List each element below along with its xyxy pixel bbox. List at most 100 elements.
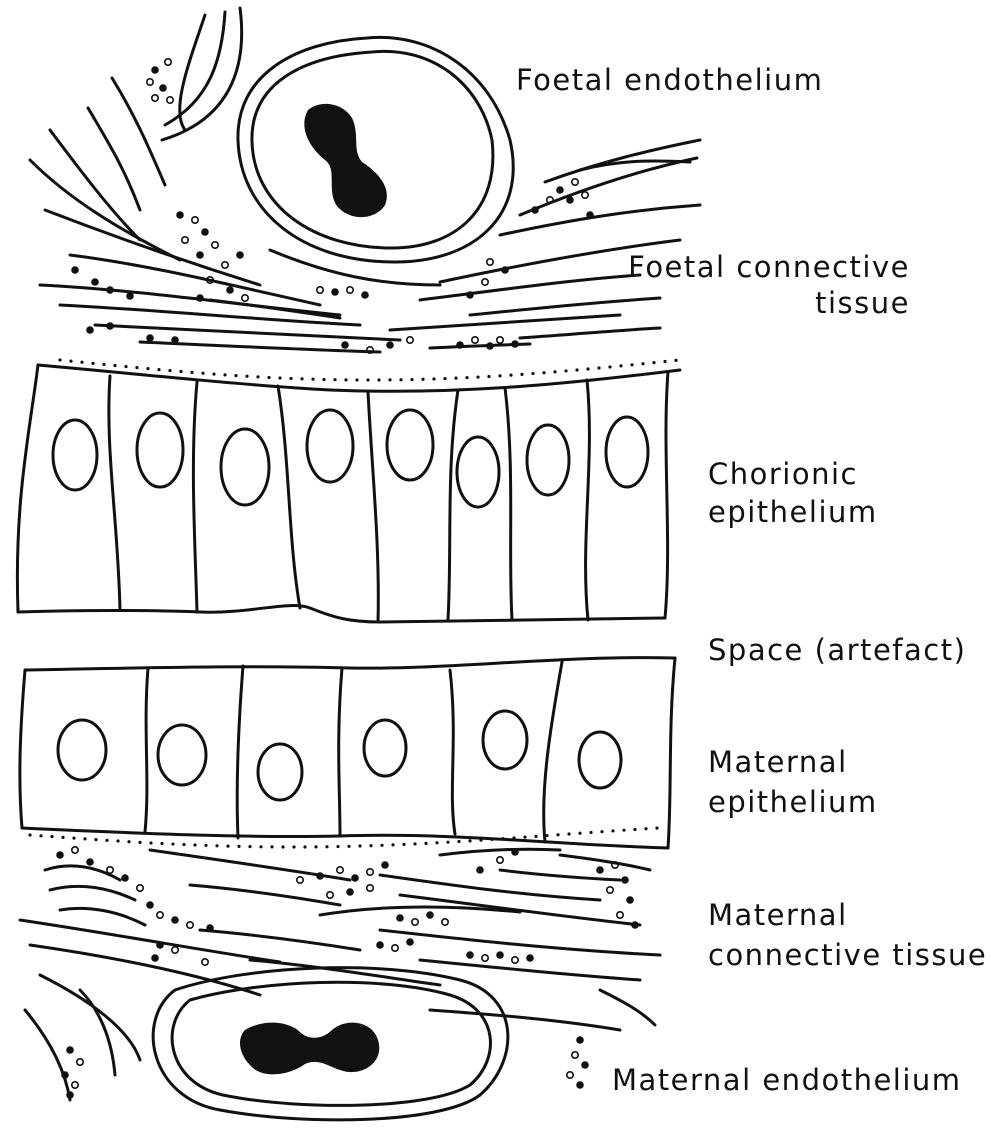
- granule-dot: [576, 1036, 584, 1044]
- granule-dot: [151, 954, 159, 962]
- granule-dot: [149, 841, 152, 844]
- granule-dot: [421, 378, 424, 381]
- chorionic-epithelium: [17, 365, 680, 622]
- granule-dot: [655, 827, 658, 830]
- granule-dot: [454, 377, 457, 380]
- granule-dot: [344, 378, 347, 381]
- granule-dot: [193, 843, 196, 846]
- granule-dot: [630, 363, 633, 366]
- granule-dot: [443, 377, 446, 380]
- granule-dot: [457, 840, 460, 843]
- granule-dot: [116, 839, 119, 842]
- granule-dot: [392, 945, 398, 951]
- granule-dot: [424, 842, 427, 845]
- granule-dot: [622, 829, 625, 832]
- granule-dot: [586, 211, 594, 219]
- granule-dot: [542, 371, 545, 374]
- granule-dot: [435, 841, 438, 844]
- granule-dot: [303, 845, 306, 848]
- granule-dot: [479, 839, 482, 842]
- granule-dot: [531, 372, 534, 375]
- granule-dot: [215, 844, 218, 847]
- granule-dot: [413, 842, 416, 845]
- granule-dot: [201, 228, 209, 236]
- granule-dot: [94, 838, 97, 841]
- granule-dot: [498, 374, 501, 377]
- label-space-artefact: Space (artefact): [708, 633, 966, 667]
- granule-dot: [91, 278, 99, 286]
- granule-dot: [626, 896, 634, 904]
- granule-dot: [146, 334, 154, 342]
- label-maternal-epithelium-line2: epithelium: [708, 785, 878, 819]
- granule-dot: [102, 363, 105, 366]
- granule-dot: [386, 341, 394, 349]
- granule-dot: [581, 1061, 589, 1069]
- granule-dot: [490, 838, 493, 841]
- granule-dot: [597, 366, 600, 369]
- granule-dot: [138, 841, 141, 844]
- granule-dot: [292, 845, 295, 848]
- granule-dot: [270, 845, 273, 848]
- granule-dot: [72, 1082, 78, 1088]
- granule-dot: [201, 372, 204, 375]
- granule-dot: [644, 827, 647, 830]
- granule-dot: [608, 365, 611, 368]
- granule-dot: [212, 372, 215, 375]
- granule-dot: [410, 378, 413, 381]
- granule-dot: [617, 912, 623, 918]
- granule-dot: [336, 845, 339, 848]
- granule-dot: [358, 844, 361, 847]
- granule-dot: [316, 872, 324, 880]
- granule-dot: [331, 288, 339, 296]
- granule-dot: [80, 361, 83, 364]
- label-chorionic-line1: Chorionic: [708, 457, 858, 491]
- granule-dot: [72, 837, 75, 840]
- foetal-capillary-outer-wall: [238, 37, 513, 262]
- granule-dot: [472, 337, 478, 343]
- granule-dot: [482, 955, 488, 961]
- maternal-endothelial-nucleus: [240, 1023, 379, 1075]
- granule-dot: [578, 832, 581, 835]
- granule-dot: [407, 337, 413, 343]
- granule-dot: [381, 861, 389, 869]
- granule-dot: [446, 841, 449, 844]
- granule-dot: [176, 211, 184, 219]
- granule-dot: [222, 262, 228, 268]
- granule-dot: [456, 341, 464, 349]
- granule-dot: [366, 378, 369, 381]
- granule-dot: [212, 242, 218, 248]
- granule-dot: [376, 941, 384, 949]
- granule-dot: [607, 887, 613, 893]
- granule-dot: [314, 845, 317, 848]
- granule-dot: [476, 375, 479, 378]
- granule-dot: [361, 291, 369, 299]
- label-foetal-connective-line2: tissue: [815, 286, 910, 320]
- granule-dot: [226, 286, 234, 294]
- granule-dot: [545, 834, 548, 837]
- granule-dot: [534, 835, 537, 838]
- granule-dot: [347, 845, 350, 848]
- granule-dot: [426, 911, 434, 919]
- granule-dot: [674, 359, 677, 362]
- granule-dot: [86, 858, 94, 866]
- granule-dot: [278, 376, 281, 379]
- label-maternal-epithelium-line1: Maternal: [708, 745, 848, 779]
- granule-dot: [168, 369, 171, 372]
- granule-dot: [396, 914, 404, 922]
- granule-dot: [146, 901, 154, 909]
- maternal-epithelium: [20, 658, 675, 848]
- granule-dot: [567, 1072, 573, 1078]
- granule-dot: [242, 295, 248, 301]
- granule-dot: [71, 266, 79, 274]
- granule-dot: [137, 885, 143, 891]
- granule-dot: [147, 79, 153, 85]
- label-maternal-endothelium: Maternal endothelium: [612, 1063, 962, 1097]
- granule-dot: [346, 888, 354, 896]
- granule-dot: [482, 279, 488, 285]
- granule-dot: [28, 833, 31, 836]
- granule-dot: [289, 377, 292, 380]
- granule-dot: [223, 373, 226, 376]
- granule-dot: [297, 877, 303, 883]
